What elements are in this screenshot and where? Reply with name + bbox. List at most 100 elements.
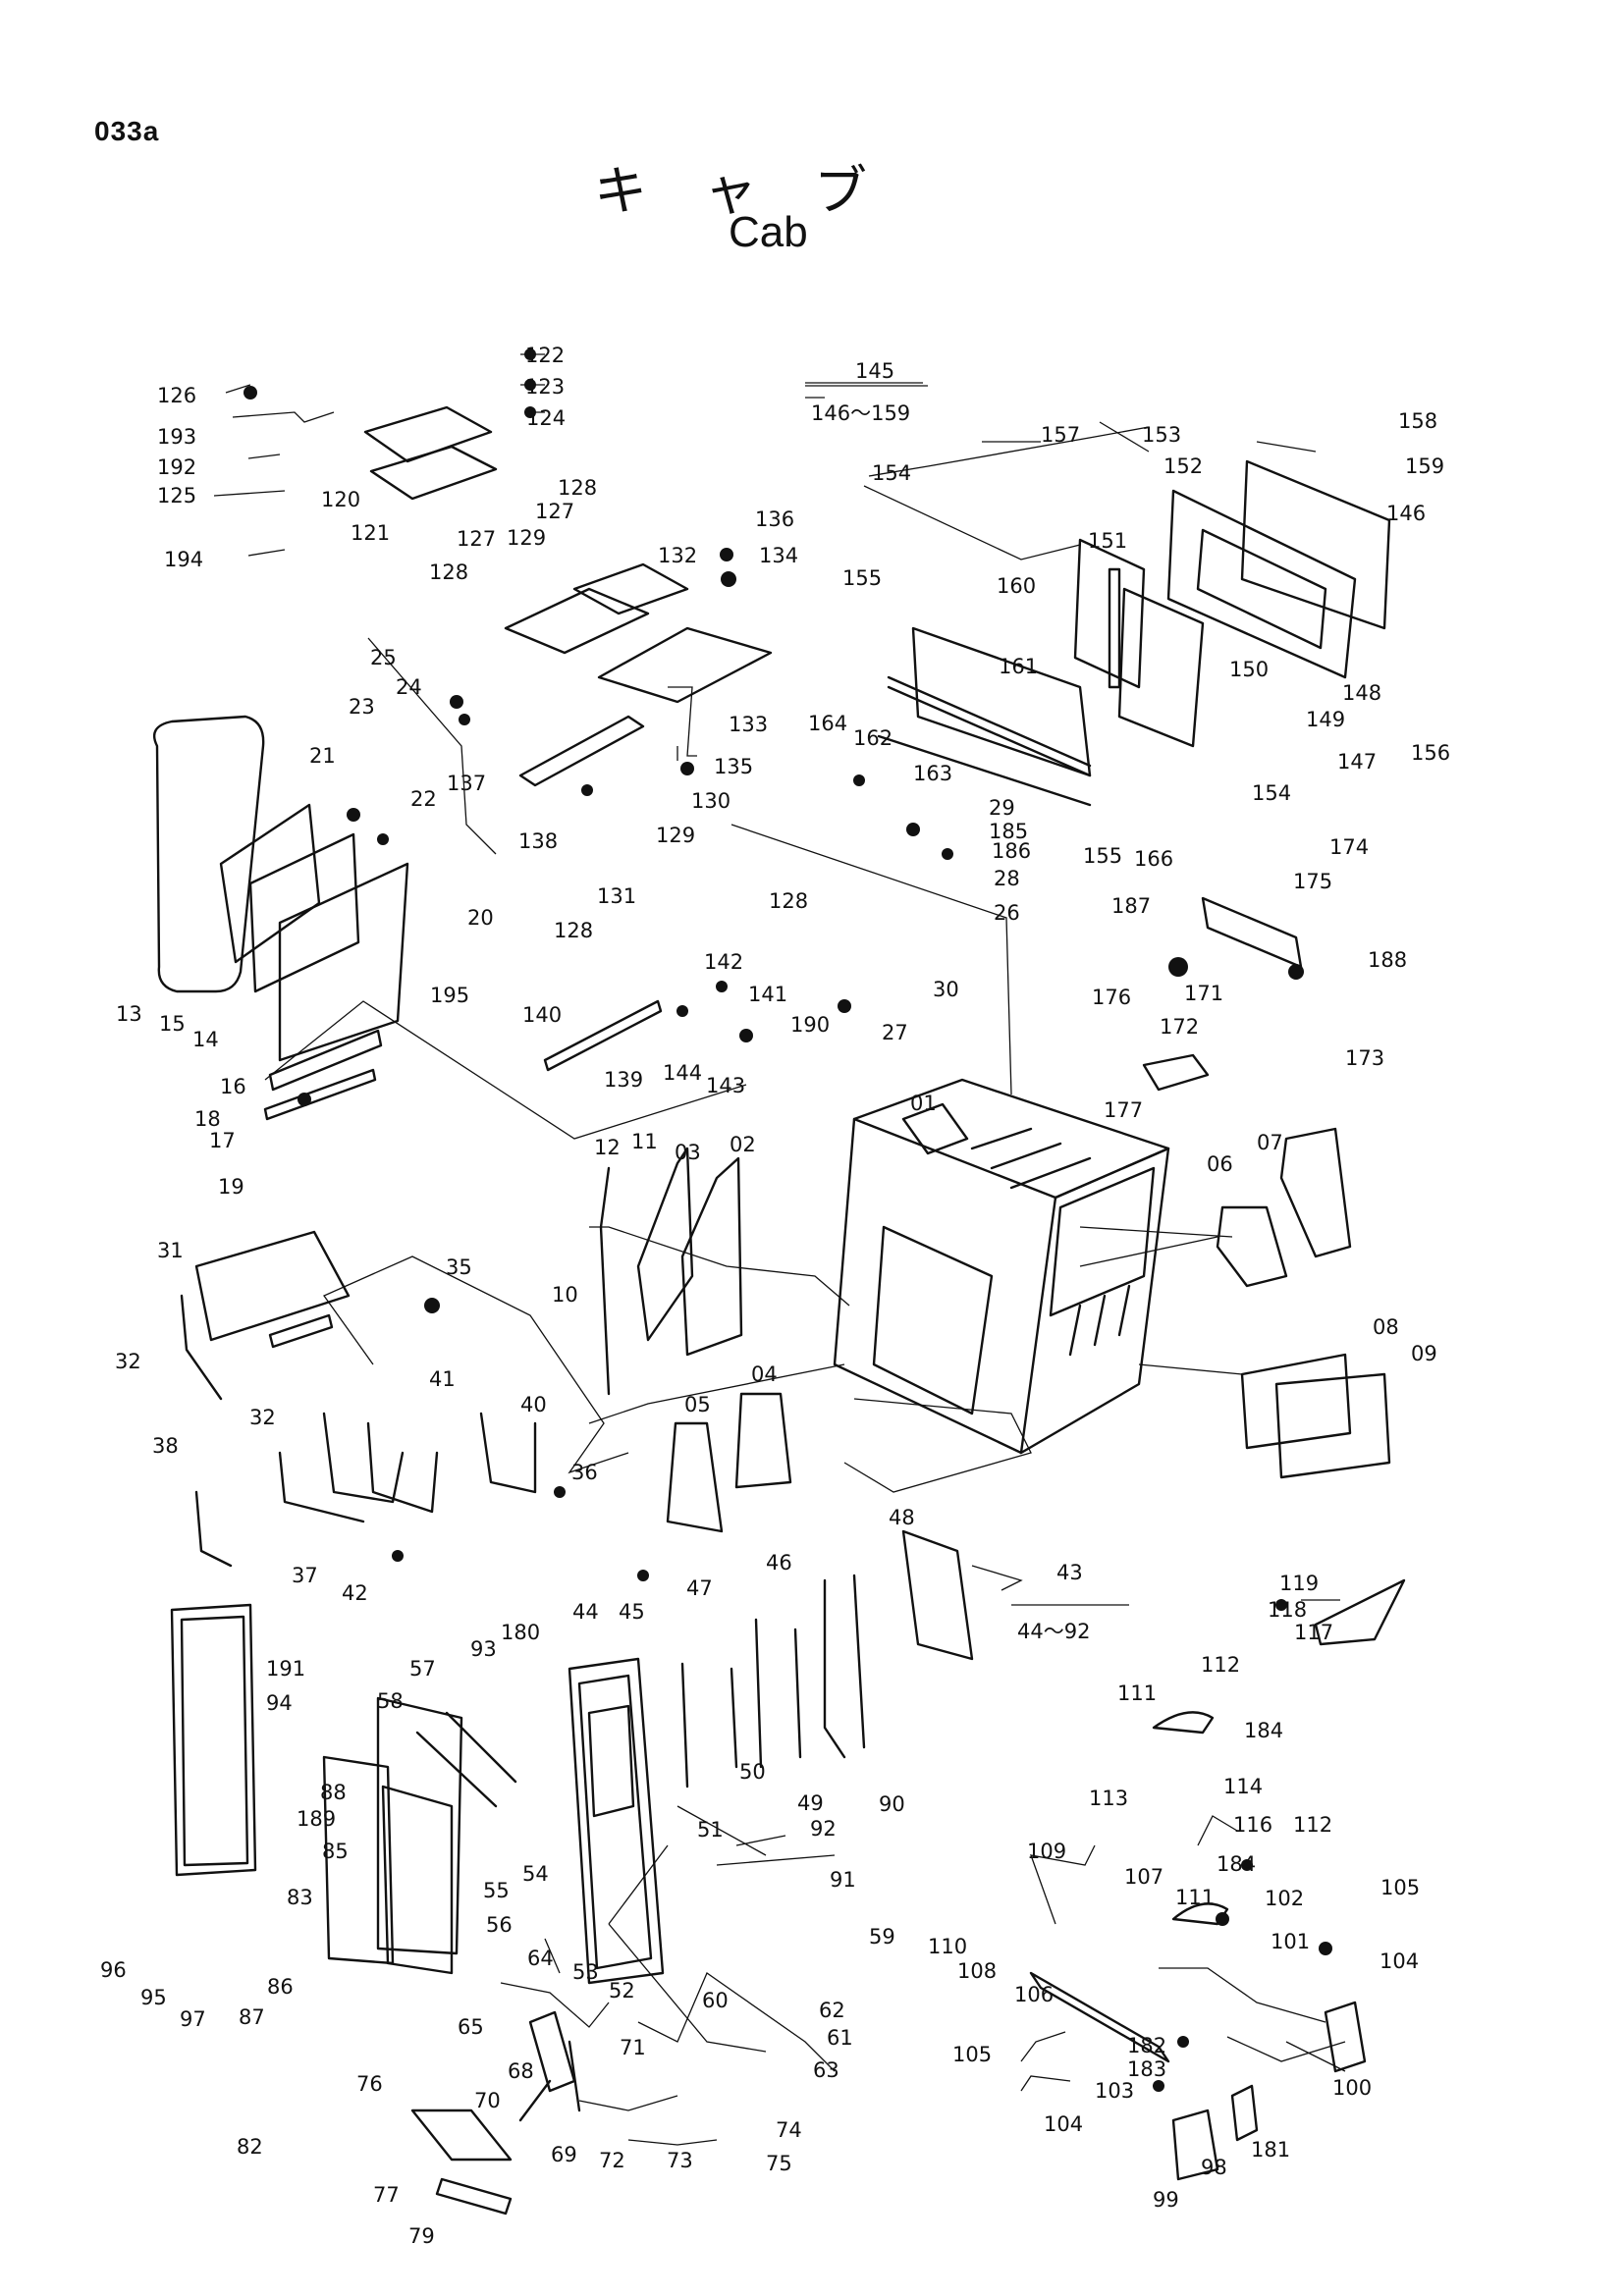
callout-label: 64 <box>527 1947 554 1970</box>
callout-label: 46 <box>766 1551 792 1575</box>
callout-label: 43 <box>1056 1561 1083 1584</box>
callout-label: 137 <box>447 772 486 795</box>
callout-label: 106 <box>1014 1983 1054 2006</box>
callout-label: 146 <box>1386 502 1426 525</box>
callout-label: 75 <box>766 2152 792 2175</box>
callout-label: 38 <box>152 1434 179 1458</box>
part-drawings <box>152 405 1406 2216</box>
callout-label: 92 <box>810 1817 837 1841</box>
callout-label: 147 <box>1337 750 1377 774</box>
callout-label: 144 <box>663 1061 702 1085</box>
callout-label: 71 <box>620 2036 646 2059</box>
callout-label: 164 <box>808 712 847 735</box>
callout-label: 138 <box>518 829 558 853</box>
callout-label: 44 <box>572 1600 599 1624</box>
callout-label: 155 <box>842 566 882 590</box>
callout-label: 133 <box>729 713 768 736</box>
callout-label: 136 <box>755 507 794 531</box>
callout-label: 49 <box>797 1791 824 1815</box>
callout-label: 30 <box>933 978 959 1001</box>
callout-label: 61 <box>827 2026 853 2050</box>
callout-label: 04 <box>751 1362 778 1386</box>
callout-label: 104 <box>1044 2112 1083 2136</box>
callout-label: 117 <box>1294 1621 1333 1644</box>
callout-label: 162 <box>853 726 893 750</box>
callout-label: 131 <box>597 884 636 908</box>
callout-label: 12 <box>594 1136 621 1159</box>
callout-label: 69 <box>551 2143 577 2166</box>
callout-label: 70 <box>474 2089 501 2112</box>
callout-label: 99 <box>1153 2188 1179 2212</box>
callout-label: 149 <box>1306 708 1345 731</box>
callout-label: 91 <box>830 1868 856 1892</box>
callout-label: 177 <box>1104 1098 1143 1122</box>
callout-label: 32 <box>115 1350 141 1373</box>
callout-label: 135 <box>714 755 753 778</box>
callout-label: 19 <box>218 1175 244 1199</box>
callout-label: 114 <box>1223 1775 1263 1798</box>
page-code: 033a <box>94 116 160 146</box>
callout-label: 63 <box>813 2058 839 2082</box>
callout-label: 08 <box>1373 1315 1399 1339</box>
callout-label: 42 <box>342 1581 368 1605</box>
fasteners <box>243 348 1332 2092</box>
callout-label: 87 <box>239 2005 265 2029</box>
callout-label: 181 <box>1251 2138 1290 2162</box>
callout-label: 41 <box>429 1367 456 1391</box>
callout-label: 113 <box>1089 1787 1128 1810</box>
callout-label: 156 <box>1411 741 1450 765</box>
callout-label: 60 <box>702 1989 729 2012</box>
callout-label: 153 <box>1142 423 1181 447</box>
callout-label: 44～92 <box>1017 1620 1090 1643</box>
cab-body-01 <box>833 1078 1170 1455</box>
callout-label: 23 <box>349 695 375 719</box>
callout-label: 14 <box>192 1028 219 1051</box>
callout-label: 128 <box>554 919 593 942</box>
callout-label: 74 <box>776 2118 802 2142</box>
callout-label: 189 <box>297 1807 336 1831</box>
callout-label: 125 <box>157 484 196 507</box>
callout-label: 193 <box>157 425 196 449</box>
callout-label: 104 <box>1380 1949 1419 1973</box>
callout-label: 65 <box>458 2015 484 2039</box>
callout-label: 129 <box>507 526 546 550</box>
callout-label: 111 <box>1117 1682 1157 1705</box>
callout-label: 58 <box>377 1689 404 1713</box>
callout-label: 96 <box>100 1958 127 1982</box>
callout-label: 45 <box>619 1600 645 1624</box>
callout-label: 62 <box>819 1999 845 2022</box>
callout-label: 94 <box>266 1691 293 1715</box>
callout-label: 130 <box>691 789 730 813</box>
callout-label: 192 <box>157 455 196 479</box>
callout-label: 185 <box>989 820 1028 843</box>
callout-label: 152 <box>1163 454 1203 478</box>
callout-label: 82 <box>237 2135 263 2159</box>
callout-label: 97 <box>180 2007 206 2031</box>
callout-label: 26 <box>994 901 1020 925</box>
callout-label: 22 <box>410 787 437 811</box>
callout-label: 47 <box>686 1576 713 1600</box>
callout-label: 122 <box>525 344 565 367</box>
callout-label: 187 <box>1111 894 1151 918</box>
callout-label: 102 <box>1265 1887 1304 1910</box>
callout-label: 90 <box>879 1792 905 1816</box>
callout-label: 140 <box>522 1003 562 1027</box>
callout-label: 25 <box>370 646 397 669</box>
callout-label: 54 <box>522 1862 549 1886</box>
callout-label: 73 <box>667 2149 693 2172</box>
callout-label: 31 <box>157 1239 184 1262</box>
group-range-145: 146～159 <box>811 401 910 425</box>
callout-label: 123 <box>525 375 565 399</box>
callout-label: 16 <box>220 1075 246 1098</box>
callout-label: 98 <box>1201 2156 1227 2179</box>
callout-label: 127 <box>457 527 496 551</box>
callout-label: 174 <box>1329 835 1369 859</box>
callout-label: 126 <box>157 384 196 407</box>
callout-label: 55 <box>483 1879 510 1902</box>
callout-label: 155 <box>1083 844 1122 868</box>
callout-label: 171 <box>1184 982 1223 1005</box>
callout-label: 20 <box>467 906 494 930</box>
callout-label: 15 <box>159 1012 186 1036</box>
callout-label: 132 <box>658 544 697 567</box>
